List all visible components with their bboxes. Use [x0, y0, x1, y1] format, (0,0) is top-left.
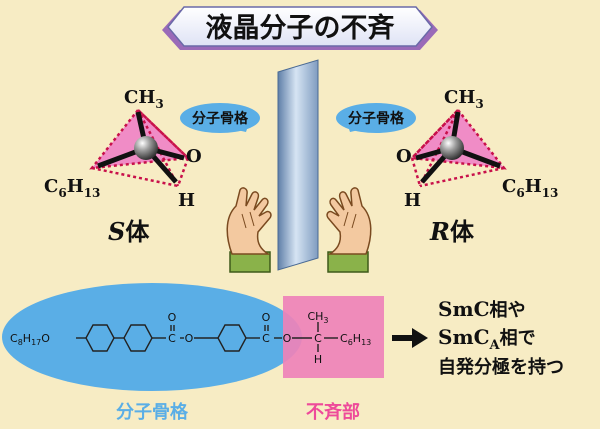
page-title: 液晶分子の不斉 [206, 12, 395, 44]
s-tetra-edge [91, 166, 179, 188]
ch3-label: CH3 [307, 310, 328, 325]
s-suffix: 体 [125, 218, 150, 246]
r-tetra-edge [411, 109, 459, 159]
left-palm [226, 187, 272, 255]
chiral-c-label: C [314, 332, 322, 345]
left-hand-icon [226, 187, 272, 273]
chiral-region [283, 296, 384, 378]
hexyl-label: C6H13 [340, 332, 371, 347]
r-c6h13-label: C6H13 [502, 176, 558, 200]
title-banner: 液晶分子の不斉 [162, 6, 438, 50]
s-ch3-label: CH3 [124, 87, 164, 111]
right-hand-icon [326, 187, 372, 273]
s-skeleton-bubble: 分子骨格 [180, 103, 260, 133]
carbonyl-o-label: O [168, 311, 177, 324]
right-palm [326, 187, 372, 255]
h-label: H [314, 353, 322, 366]
s-tetra-edge [176, 157, 190, 187]
ester-c-label: C [168, 332, 176, 345]
s-enantiomer-label: S体 [108, 217, 150, 246]
s-o-label: O [186, 146, 202, 167]
s-letter: S [108, 217, 125, 246]
conclusion-text: SmC相や SmCA相で 自発分極を持つ [438, 297, 564, 378]
ester-o-label-2: O [283, 332, 292, 345]
right-sleeve [327, 251, 369, 273]
r-suffix: 体 [450, 218, 475, 246]
s-c6h13-label: C6H13 [44, 176, 100, 200]
r-chiral-carbon [440, 136, 464, 160]
carbonyl-o-label-2: O [262, 311, 271, 324]
r-enantiomer: CH3 O C6H13 H R体 [396, 87, 558, 246]
conclusion-line-2: SmCA相で [438, 325, 536, 353]
r-h-label: H [404, 190, 421, 211]
r-tetra-edge [418, 109, 460, 187]
chiral-part-label: 不斉部 [306, 401, 360, 423]
r-tetra-edge [419, 166, 505, 188]
r-skeleton-bubble: 分子骨格 [336, 103, 416, 133]
title-banner-face [167, 6, 433, 47]
ester-c-label-2: C [262, 332, 270, 345]
arrow-head [412, 328, 428, 348]
left-palm-lines [241, 211, 255, 229]
r-bubble-body [336, 103, 416, 133]
s-h-label: H [178, 190, 195, 211]
left-sleeve [229, 251, 271, 273]
r-tetra-edge [410, 157, 422, 187]
conclusion-line-3: 自発分極を持つ [438, 356, 564, 378]
skeleton-label: 分子骨格 [116, 401, 189, 423]
r-letter: R [429, 217, 450, 246]
alkoxy-label: C8H17O [10, 332, 50, 347]
arrow-icon [392, 328, 428, 348]
right-palm-lines [343, 211, 357, 229]
mirror-plane [277, 59, 319, 271]
r-ch3-label: CH3 [444, 87, 484, 111]
formula-labels: C8H17O O C O O C O CH3 C H C6H13 [10, 310, 371, 366]
conclusion-line-1: SmC相や [438, 297, 526, 321]
r-bubble-text: 分子骨格 [348, 110, 405, 127]
structural-formula [76, 322, 338, 352]
s-chiral-carbon [134, 136, 158, 160]
r-o-label: O [396, 146, 412, 167]
s-enantiomer: CH3 O C6H13 H S体 [44, 87, 202, 246]
s-bubble-text: 分子骨格 [192, 110, 249, 127]
arrow-shaft [392, 335, 414, 341]
ester-o-label: O [185, 332, 194, 345]
r-enantiomer-label: R体 [429, 217, 475, 246]
s-bubble-body [180, 103, 260, 133]
